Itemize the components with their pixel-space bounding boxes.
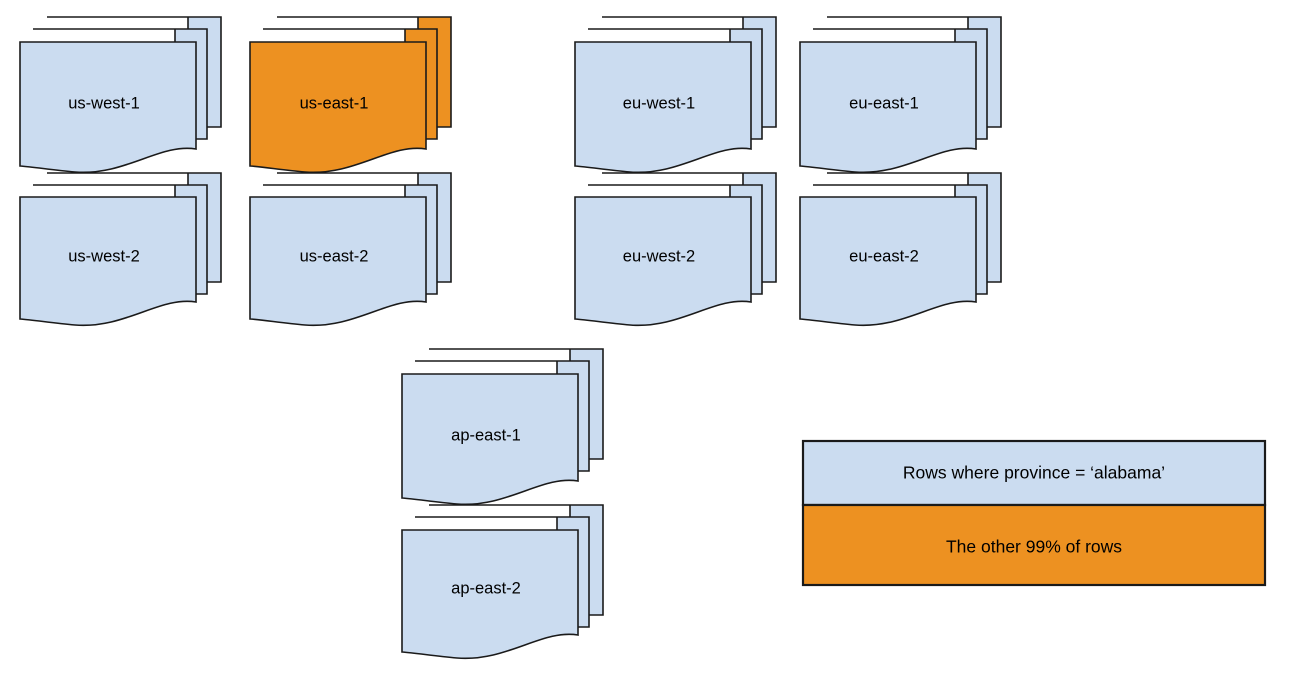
legend-label-other: The other 99% of rows [946, 537, 1122, 557]
legend-entry-matching[interactable]: Rows where province = ‘alabama’ [801, 439, 1267, 507]
legend-entry-other[interactable]: The other 99% of rows [801, 503, 1267, 587]
doc-stack-label: eu-east-2 [849, 247, 919, 265]
doc-stack-label: eu-west-2 [623, 247, 695, 265]
legend: Rows where province = ‘alabama’ The othe… [801, 439, 1267, 587]
doc-stack-us-east-1[interactable]: us-east-1 [249, 16, 452, 174]
doc-sheet-front [574, 41, 752, 174]
doc-stack-us-west-2[interactable]: us-west-2 [19, 172, 222, 327]
doc-sheet-front [799, 196, 977, 327]
legend-swatch-other [801, 503, 1267, 587]
doc-stack-eu-west-1[interactable]: eu-west-1 [574, 16, 777, 174]
doc-stack-label: us-west-2 [68, 247, 140, 265]
legend-label-matching: Rows where province = ‘alabama’ [903, 463, 1165, 483]
doc-sheet-front [799, 41, 977, 174]
doc-sheet-front [19, 41, 197, 174]
doc-sheet-front [249, 41, 427, 174]
doc-sheet-front [401, 529, 579, 660]
doc-sheet-front [401, 373, 579, 506]
doc-sheet-front [249, 196, 427, 327]
doc-stack-eu-east-2[interactable]: eu-east-2 [799, 172, 1002, 327]
doc-sheet-front [574, 196, 752, 327]
doc-stack-eu-west-2[interactable]: eu-west-2 [574, 172, 777, 327]
doc-stack-us-east-2[interactable]: us-east-2 [249, 172, 452, 327]
doc-stack-label: ap-east-2 [451, 579, 521, 597]
doc-stack-us-west-1[interactable]: us-west-1 [19, 16, 222, 174]
doc-stack-label: us-west-1 [68, 94, 140, 112]
doc-sheet-front [19, 196, 197, 327]
doc-stack-label: ap-east-1 [451, 426, 521, 444]
doc-stack-ap-east-1[interactable]: ap-east-1 [401, 348, 604, 506]
doc-stack-label: eu-east-1 [849, 94, 919, 112]
doc-stack-eu-east-1[interactable]: eu-east-1 [799, 16, 1002, 174]
doc-stack-label: us-east-2 [300, 247, 369, 265]
doc-stack-label: us-east-1 [300, 94, 369, 112]
doc-stack-label: eu-west-1 [623, 94, 695, 112]
doc-stack-ap-east-2[interactable]: ap-east-2 [401, 504, 604, 660]
